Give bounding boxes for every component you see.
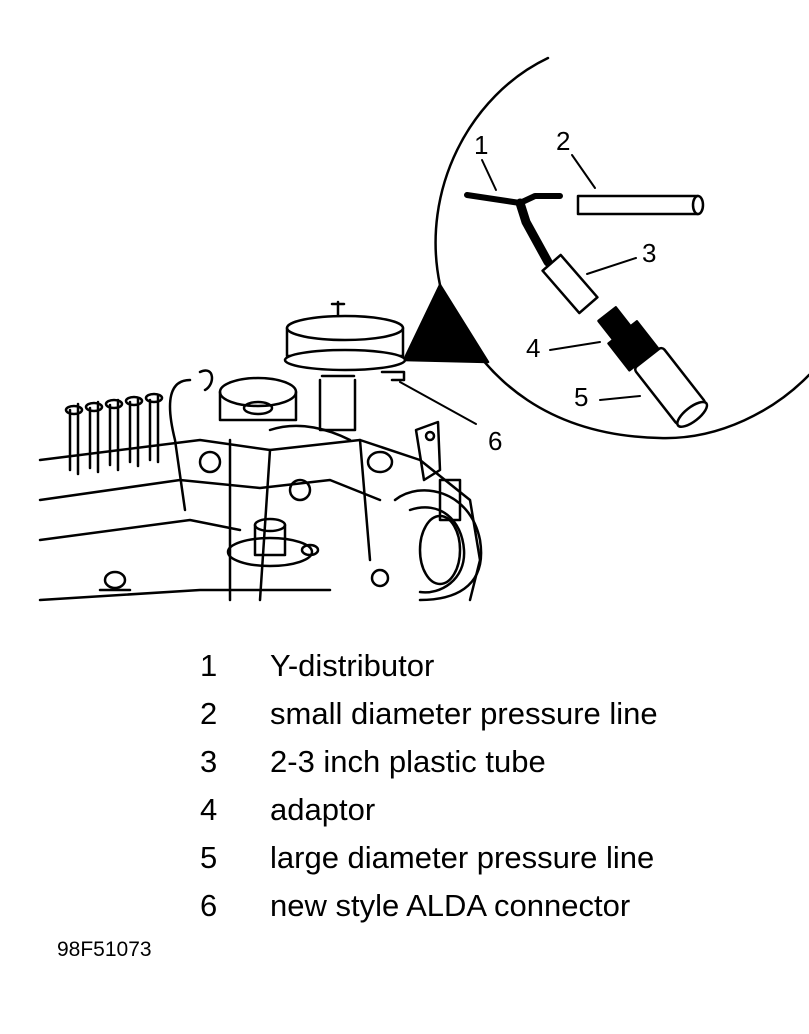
callout-2: 2 (556, 126, 571, 156)
legend-label: Y-distributor (270, 648, 435, 683)
air-canister (283, 300, 407, 382)
detail-circle (435, 60, 809, 439)
legend-label: small diameter pressure line (270, 696, 658, 731)
legend-item: 6 new style ALDA connector (200, 888, 760, 936)
engine-diagram: 1 2 3 4 5 6 (38, 56, 809, 602)
bottom-fitting (226, 478, 320, 568)
legend-item: 2 small diameter pressure line (200, 696, 760, 744)
leader-3 (586, 257, 637, 275)
legend-label: adaptor (270, 792, 376, 827)
legend-number: 2 (200, 696, 218, 731)
leader-1 (481, 159, 497, 191)
legend-item: 1 Y-distributor (200, 648, 760, 696)
small-pressure-line (576, 194, 705, 216)
legend-item: 3 2-3 inch plastic tube (200, 744, 760, 792)
callout-4: 4 (526, 333, 541, 363)
leader-6 (399, 381, 477, 425)
legend-number: 4 (200, 792, 218, 827)
callout-5: 5 (574, 382, 589, 412)
legend-label: large diameter pressure line (270, 840, 655, 875)
figure-code: 98F51073 (57, 938, 152, 961)
injector-row (64, 392, 164, 476)
y-distributor (464, 192, 563, 267)
legend-number: 6 (200, 888, 218, 923)
engine-block (38, 369, 482, 602)
legend-item: 5 large diameter pressure line (200, 840, 760, 888)
legend-number: 1 (200, 648, 218, 683)
legend-label: new style ALDA connector (270, 888, 631, 923)
leader-5 (599, 395, 641, 401)
legend-number: 3 (200, 744, 218, 779)
plastic-tube (541, 253, 599, 315)
legend-label: 2-3 inch plastic tube (270, 744, 546, 779)
adaptor (597, 306, 660, 372)
legend-item: 4 adaptor (200, 792, 760, 840)
callout-3: 3 (642, 238, 657, 268)
leader-2 (571, 154, 596, 189)
round-cap (218, 376, 298, 422)
legend-number: 5 (200, 840, 218, 875)
callout-6: 6 (488, 426, 503, 456)
detail-circle-outline (434, 56, 809, 440)
bracket (414, 420, 442, 482)
leader-4 (549, 341, 601, 351)
pointer-wedge (402, 283, 490, 364)
callout-1: 1 (474, 130, 489, 160)
large-pressure-line (634, 346, 709, 428)
legend: 1 Y-distributor 2 small diameter pressur… (200, 648, 760, 936)
canister-stem (318, 374, 357, 432)
pulley (393, 478, 483, 602)
misc-fittings (98, 450, 394, 592)
